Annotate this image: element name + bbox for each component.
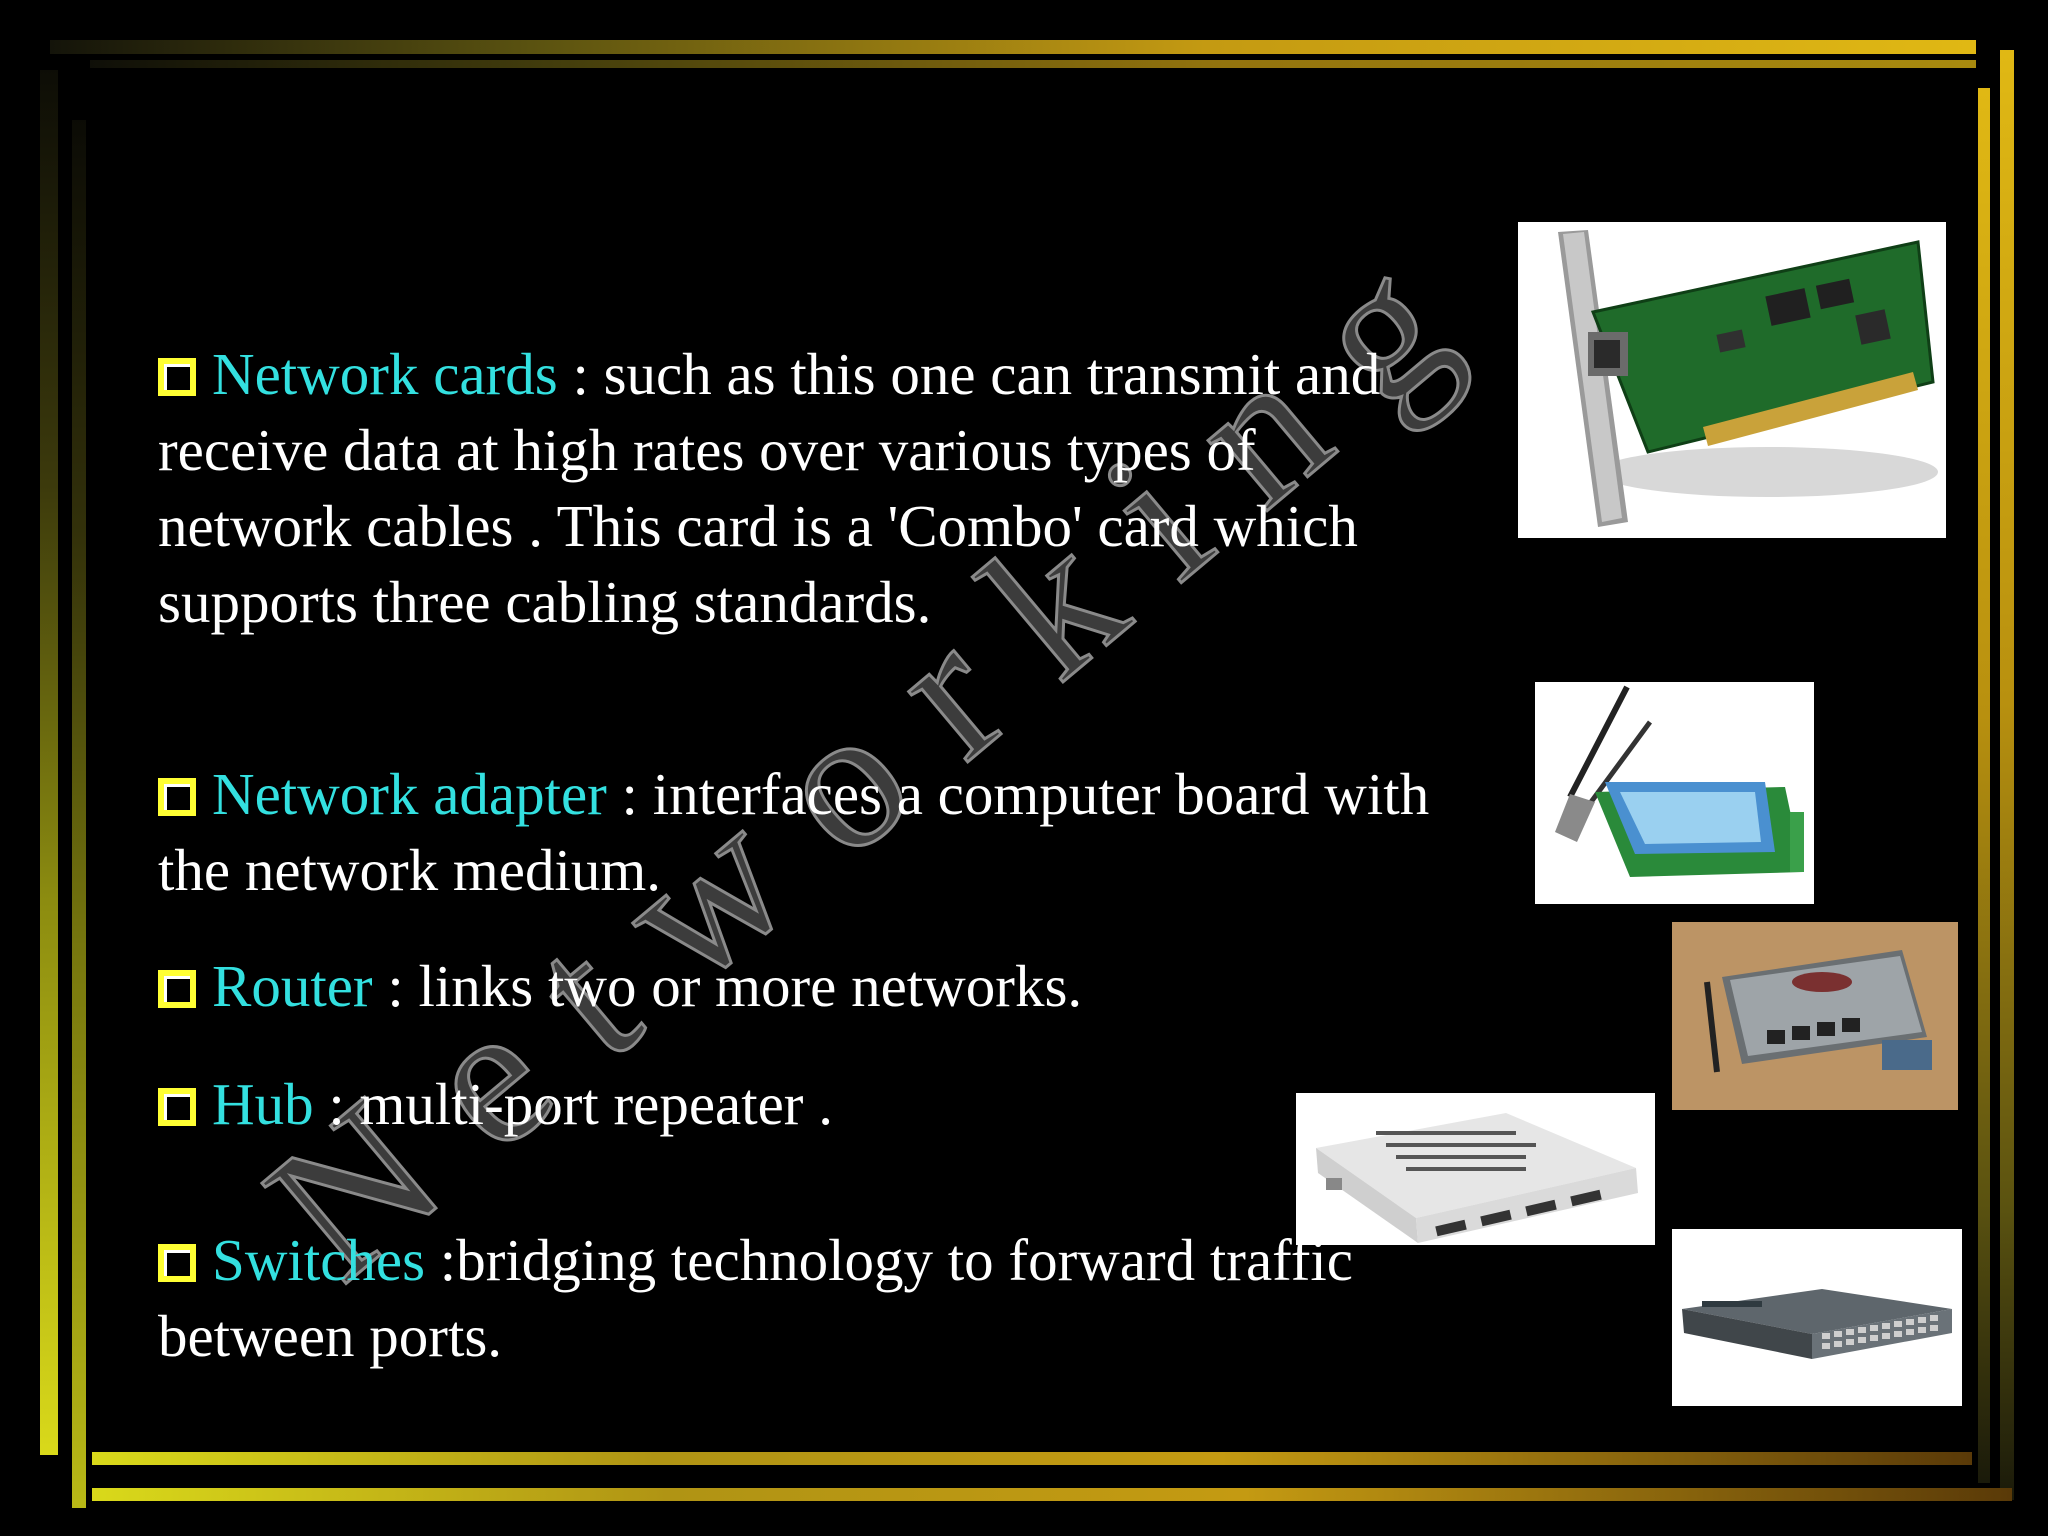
top-frame-bar-inner <box>90 60 1976 68</box>
router-image <box>1672 922 1958 1110</box>
desc-switches: :bridging technology to forward traffic … <box>158 1227 1353 1369</box>
top-frame-bar <box>50 40 1976 54</box>
right-frame-bar-inner <box>1978 88 1990 1483</box>
bottom-frame-bar-lower <box>92 1488 2012 1501</box>
wireless-adapter-image <box>1535 682 1814 904</box>
desc-router: : links two or more networks. <box>372 953 1083 1019</box>
router-icon <box>1672 922 1958 1110</box>
term-network-cards: Network cards <box>212 341 558 407</box>
desc-hub: : multi-port repeater . <box>313 1071 833 1137</box>
slide-title: H a r d w a r e R e q u i r e d f o r N … <box>112 70 1312 280</box>
title-line-2: f o r N e tw o r k i n g :- <box>250 212 1435 342</box>
term-network-adapter: Network adapter <box>212 761 607 827</box>
checkbox-bullet-icon <box>158 778 196 816</box>
switch-image <box>1672 1229 1962 1406</box>
right-frame-bar <box>2000 50 2014 1500</box>
bullet-router: Router : links two or more networks. <box>158 948 1458 1024</box>
term-hub: Hub <box>212 1071 314 1137</box>
switch-icon <box>1672 1229 1962 1406</box>
checkbox-bullet-icon <box>158 1088 196 1126</box>
network-card-image <box>1518 222 1946 538</box>
bottom-frame-bar <box>92 1452 1972 1465</box>
bullet-hub: Hub : multi-port repeater . <box>158 1066 1458 1142</box>
left-frame-bar-inner <box>72 120 86 1508</box>
wireless-adapter-icon <box>1535 682 1814 904</box>
checkbox-bullet-icon <box>158 970 196 1008</box>
network-card-icon <box>1518 222 1946 538</box>
desc-network-cards: : such as this one can transmit and rece… <box>158 341 1381 635</box>
desc-network-adapter: : interfaces a computer board with the n… <box>158 761 1430 903</box>
checkbox-bullet-icon <box>158 1244 196 1282</box>
term-router: Router <box>212 953 373 1019</box>
left-frame-bar <box>40 70 58 1455</box>
checkbox-bullet-icon <box>158 358 196 396</box>
bullet-switches: Switches :bridging technology to forward… <box>158 1222 1358 1374</box>
title-line-1: H a r d w a r e R e q u i r e d <box>112 62 1976 215</box>
bullet-network-cards: Network cards : such as this one can tra… <box>158 336 1433 640</box>
hub-icon <box>1296 1093 1655 1245</box>
hub-image <box>1296 1093 1655 1245</box>
term-switches: Switches <box>212 1227 426 1293</box>
bullet-network-adapter: Network adapter : interfaces a computer … <box>158 756 1498 908</box>
